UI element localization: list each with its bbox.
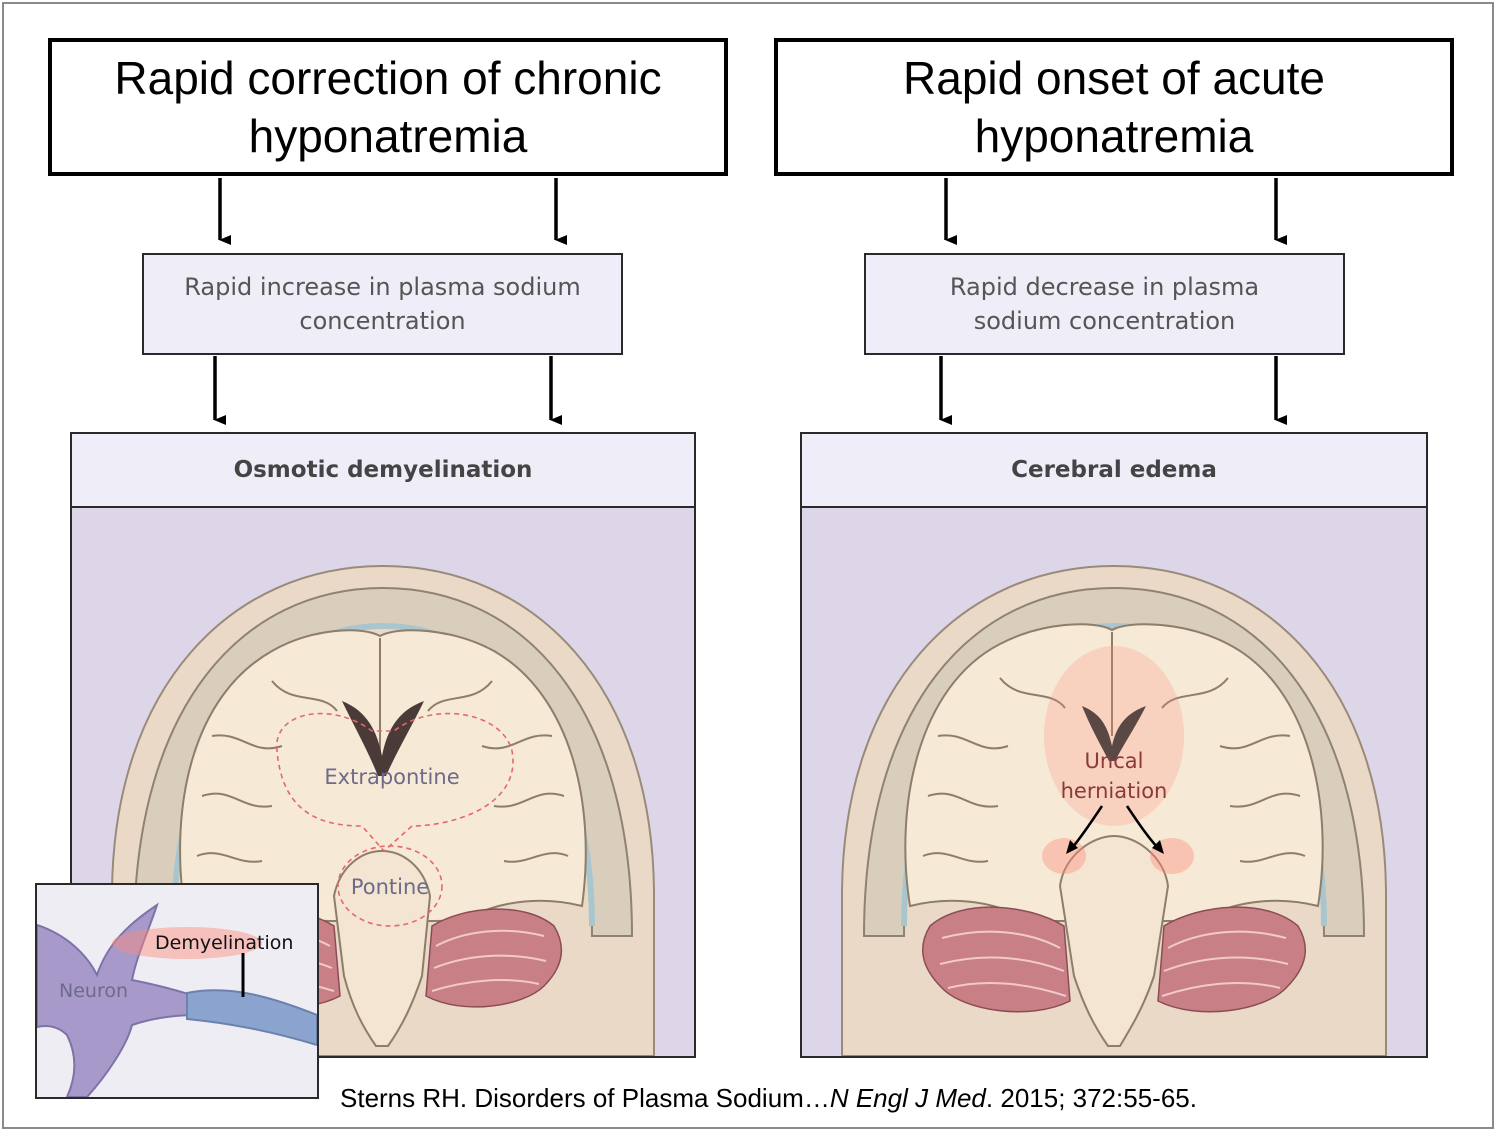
right-mechanism-text: Rapid decrease in plasma sodium concentr… — [949, 273, 1260, 335]
citation-suffix: . 2015; 372:55-65. — [985, 1083, 1197, 1113]
herniation-glow-left — [1042, 838, 1086, 874]
axon — [186, 989, 317, 1047]
extrapontine-region — [276, 712, 514, 853]
extrapontine-label: Extrapontine — [324, 765, 459, 789]
demyelination-label: Demyelination — [155, 932, 293, 954]
right-mechanism-box: Rapid decrease in plasma sodium concentr… — [864, 253, 1345, 355]
citation-journal: N Engl J Med — [829, 1083, 986, 1113]
left-mechanism-box: Rapid increase in plasma sodium concentr… — [142, 253, 623, 355]
flow-arrows — [213, 178, 1287, 425]
right-cause-box: Rapid onset of acute hyponatremia — [774, 38, 1454, 176]
ventricles — [342, 701, 424, 776]
demyelination-glow — [112, 927, 262, 959]
pontine-region — [337, 845, 443, 927]
uncal-label: Uncal — [1085, 749, 1144, 773]
left-cause-text: Rapid correction of chronic hyponatremia — [114, 52, 662, 162]
left-mechanism-text: Rapid increase in plasma sodium concentr… — [184, 273, 581, 335]
neuron-label: Neuron — [59, 980, 128, 1002]
neuron-inset: Demyelination Neuron — [35, 883, 319, 1099]
right-outcome-header: Cerebral edema — [802, 434, 1426, 508]
right-outcome-title: Cerebral edema — [1011, 457, 1217, 483]
left-outcome-header: Osmotic demyelination — [72, 434, 694, 508]
left-outcome-panel: Osmotic demyelination — [70, 432, 696, 1058]
left-outcome-title: Osmotic demyelination — [233, 457, 533, 483]
brainstem — [1058, 834, 1170, 1047]
edema-glow — [1044, 646, 1184, 826]
neuron-illustration: Demyelination Neuron — [37, 902, 317, 1097]
right-brain-illustration: Uncal herniation — [841, 564, 1387, 1056]
pontine-label: Pontine — [351, 875, 429, 899]
brainstem — [332, 849, 432, 1047]
right-cause-text: Rapid onset of acute hyponatremia — [903, 52, 1325, 162]
citation-prefix: Sterns RH. Disorders of Plasma Sodium… — [340, 1083, 830, 1113]
citation: Sterns RH. Disorders of Plasma Sodium…N … — [340, 1083, 1197, 1114]
ventricles — [1082, 706, 1146, 761]
herniation-label: herniation — [1061, 779, 1168, 803]
left-cause-box: Rapid correction of chronic hyponatremia — [48, 38, 728, 176]
right-outcome-panel: Cerebral edema — [800, 432, 1428, 1058]
